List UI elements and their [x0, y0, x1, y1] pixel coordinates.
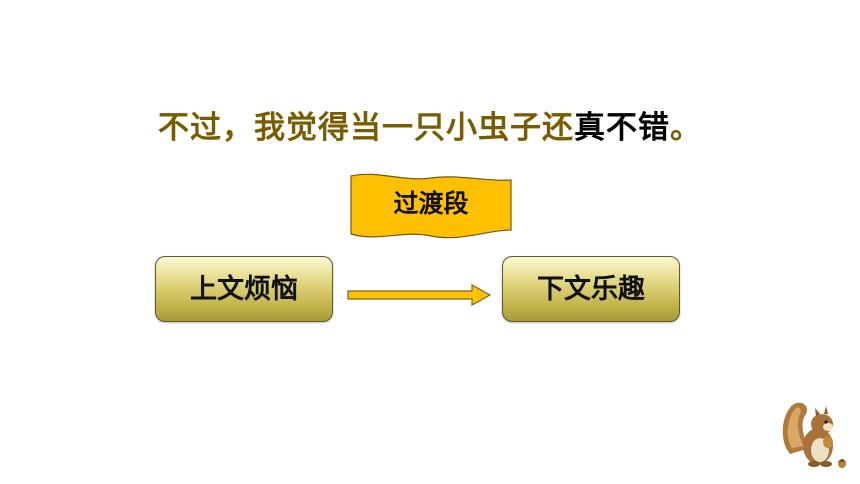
banner-label: 过渡段 — [393, 189, 469, 218]
next-section-box: 下文乐趣 — [502, 256, 680, 322]
squirrel-icon — [782, 402, 846, 468]
transition-banner: 过渡段 — [349, 172, 513, 242]
headline: 不过，我觉得当一只小虫子还真不错。 — [0, 106, 860, 150]
banner-shape — [350, 173, 512, 239]
flow-arrow-icon — [347, 283, 492, 307]
prev-section-box: 上文烦恼 — [155, 256, 333, 322]
headline-end-punct: 。 — [670, 110, 702, 146]
headline-text: 不过，我觉得当一只小虫子还 — [158, 110, 574, 146]
headline-emphasis: 真不错 — [574, 110, 670, 146]
